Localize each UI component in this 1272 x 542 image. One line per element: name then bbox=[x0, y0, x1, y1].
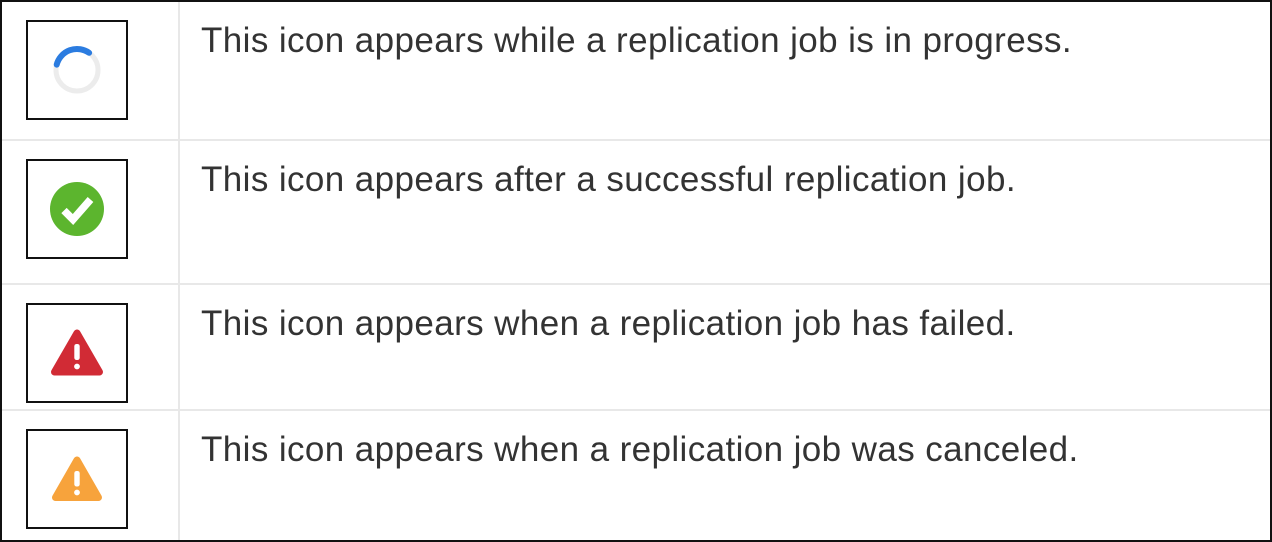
table-row: This icon appears when a replication job… bbox=[2, 283, 1270, 409]
description-cell: This icon appears when a replication job… bbox=[180, 411, 1270, 540]
in-progress-icon-box bbox=[26, 20, 128, 120]
table-row: This icon appears while a replication jo… bbox=[2, 2, 1270, 139]
icon-description: This icon appears while a replication jo… bbox=[201, 21, 1073, 60]
success-check-icon bbox=[50, 182, 104, 236]
icon-description: This icon appears when a replication job… bbox=[201, 430, 1079, 469]
table-row: This icon appears after a successful rep… bbox=[2, 139, 1270, 283]
icon-cell bbox=[2, 285, 180, 409]
icon-description: This icon appears when a replication job… bbox=[201, 304, 1016, 343]
description-cell: This icon appears while a replication jo… bbox=[180, 2, 1270, 139]
icon-cell bbox=[2, 141, 180, 283]
canceled-warning-icon bbox=[52, 456, 102, 501]
success-icon-box bbox=[26, 159, 128, 259]
icon-description: This icon appears after a successful rep… bbox=[201, 160, 1016, 199]
table-row: This icon appears when a replication job… bbox=[2, 409, 1270, 540]
failed-icon-box bbox=[26, 303, 128, 403]
icon-cell bbox=[2, 2, 180, 139]
description-cell: This icon appears when a replication job… bbox=[180, 285, 1270, 409]
spinner-icon bbox=[53, 46, 101, 94]
icon-cell bbox=[2, 411, 180, 540]
description-cell: This icon appears after a successful rep… bbox=[180, 141, 1270, 283]
canceled-icon-box bbox=[26, 429, 128, 529]
failed-warning-icon bbox=[51, 329, 103, 376]
